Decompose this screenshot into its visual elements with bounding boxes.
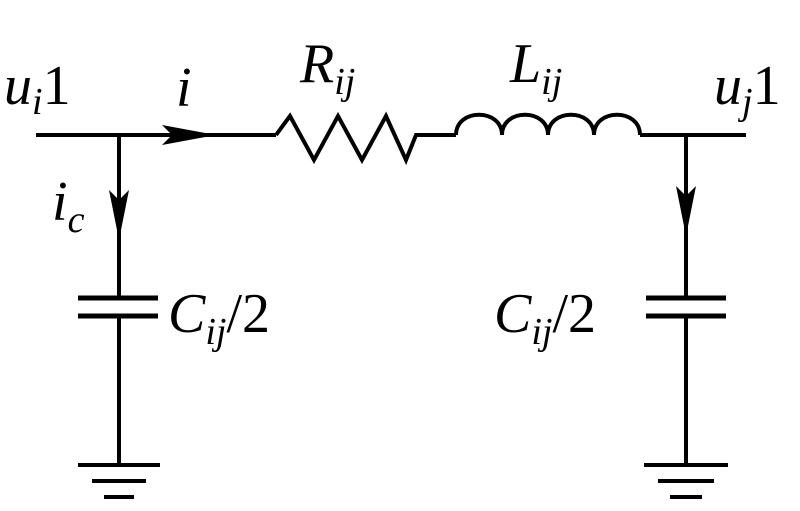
right-ground-icon bbox=[644, 463, 728, 499]
left-ground-icon bbox=[78, 463, 160, 499]
label-current-ic: ic bbox=[52, 171, 85, 241]
label-resistor-rij: Rij bbox=[299, 33, 355, 103]
label-u-i1: ui1 bbox=[4, 55, 71, 123]
label-current-i: i bbox=[176, 57, 192, 119]
label-u-j1: uj1 bbox=[714, 55, 781, 123]
current-ic-arrow-icon bbox=[109, 190, 129, 240]
label-inductor-lij: Lij bbox=[509, 33, 562, 103]
label-cap-right: Cij/2 bbox=[494, 283, 596, 353]
inductor-symbol bbox=[454, 112, 642, 136]
right-branch-arrow-icon bbox=[676, 186, 696, 236]
label-cap-left: Cij/2 bbox=[168, 283, 270, 353]
current-i-arrow-icon bbox=[162, 125, 216, 145]
resistor-symbol bbox=[274, 111, 456, 166]
